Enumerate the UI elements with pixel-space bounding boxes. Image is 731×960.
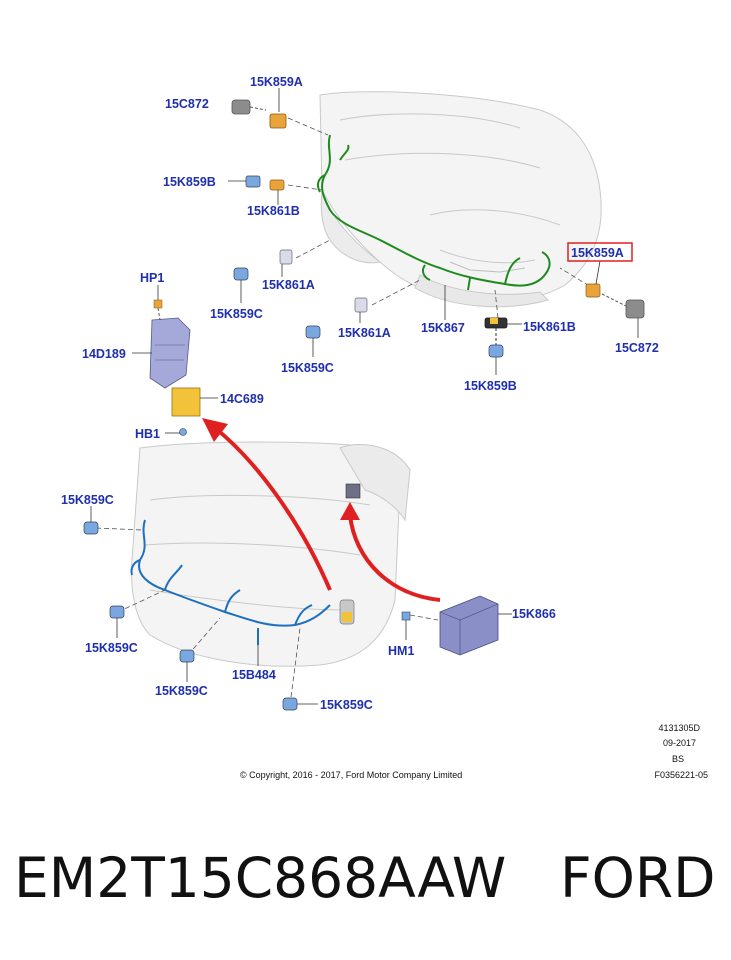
- label-hp1: HP1: [140, 271, 164, 285]
- label-15k859b-right: 15K859B: [464, 379, 517, 393]
- front-leader-lines: [287, 117, 597, 319]
- label-15k859a-top: 15K859A: [250, 75, 303, 89]
- highlight-box: [567, 242, 633, 262]
- sensor-bracket-icon: [269, 179, 285, 205]
- label-hb1: HB1: [135, 427, 160, 441]
- brand-caption: FORD: [560, 846, 716, 910]
- copyright-notice: © Copyright, 2016 - 2017, Ford Motor Com…: [240, 770, 462, 780]
- figure-id: F0356221-05: [654, 770, 708, 780]
- control-module-icon: [401, 595, 512, 656]
- label-15c872-right: 15C872: [615, 341, 659, 355]
- sensor-blue-icon: [228, 175, 261, 188]
- label-14d189: 14D189: [82, 347, 126, 361]
- sensor-blue-icon: [488, 328, 504, 375]
- rear-leader-lines: [95, 527, 439, 706]
- label-15k859c-rear-1: 15K859C: [61, 493, 114, 507]
- module-bracket-icon: [132, 285, 191, 389]
- label-15k861a-2: 15K861A: [338, 326, 391, 340]
- sensor-blue-icon: [282, 697, 318, 711]
- label-hm1: HM1: [388, 644, 414, 658]
- label-15k861b-top: 15K861B: [247, 204, 300, 218]
- sensor-blue-icon: [179, 649, 195, 682]
- rear-sensor-icon: [345, 483, 361, 499]
- label-15k861b-right: 15K861B: [523, 320, 576, 334]
- sensor-bezel-icon: [601, 293, 645, 338]
- label-15k866: 15K866: [512, 607, 556, 621]
- front-wiring-harness: [316, 134, 551, 291]
- sensor-orange-icon: [269, 88, 287, 129]
- front-vehicle-outline: [319, 91, 602, 308]
- sensor-blue-icon: [233, 267, 249, 303]
- label-15b484: 15B484: [232, 668, 276, 682]
- parking-aid-module-icon: [165, 387, 218, 436]
- label-15k859c-rear-4: 15K859C: [320, 698, 373, 712]
- rear-sensor-icon: [339, 599, 355, 625]
- label-15k867: 15K867: [421, 321, 465, 335]
- sensor-blue-icon: [305, 325, 321, 357]
- arrow-heads: [202, 418, 360, 520]
- reference-code: 4131305D: [658, 723, 700, 733]
- sensor-blue-icon: [109, 605, 125, 638]
- part-number-caption: EM2T15C868AAW: [14, 846, 507, 910]
- label-15k859a-highlight: 15K859A: [571, 246, 624, 260]
- author-initials: BS: [672, 754, 684, 764]
- relocation-arrows: [213, 426, 441, 602]
- sensor-bracket-icon: [484, 317, 522, 329]
- label-15k859c-2: 15K859C: [281, 361, 334, 375]
- rear-vehicle-outline: [131, 441, 411, 667]
- label-15k859c-1: 15K859C: [210, 307, 263, 321]
- sensor-bracket-icon: [354, 297, 368, 323]
- label-15k859c-rear-2: 15K859C: [85, 641, 138, 655]
- label-15c872-top: 15C872: [165, 97, 209, 111]
- sensor-blue-icon: [83, 506, 99, 535]
- label-14c689: 14C689: [220, 392, 264, 406]
- rear-wiring-harness: [130, 519, 331, 645]
- sensor-bracket-icon: [279, 249, 293, 277]
- sensor-orange-icon: [585, 260, 601, 298]
- label-15k859b-top: 15K859B: [163, 175, 216, 189]
- sensor-bezel-icon: [231, 99, 267, 115]
- label-15k859c-rear-3: 15K859C: [155, 684, 208, 698]
- label-15k861a-1: 15K861A: [262, 278, 315, 292]
- revision-date: 09-2017: [663, 738, 696, 748]
